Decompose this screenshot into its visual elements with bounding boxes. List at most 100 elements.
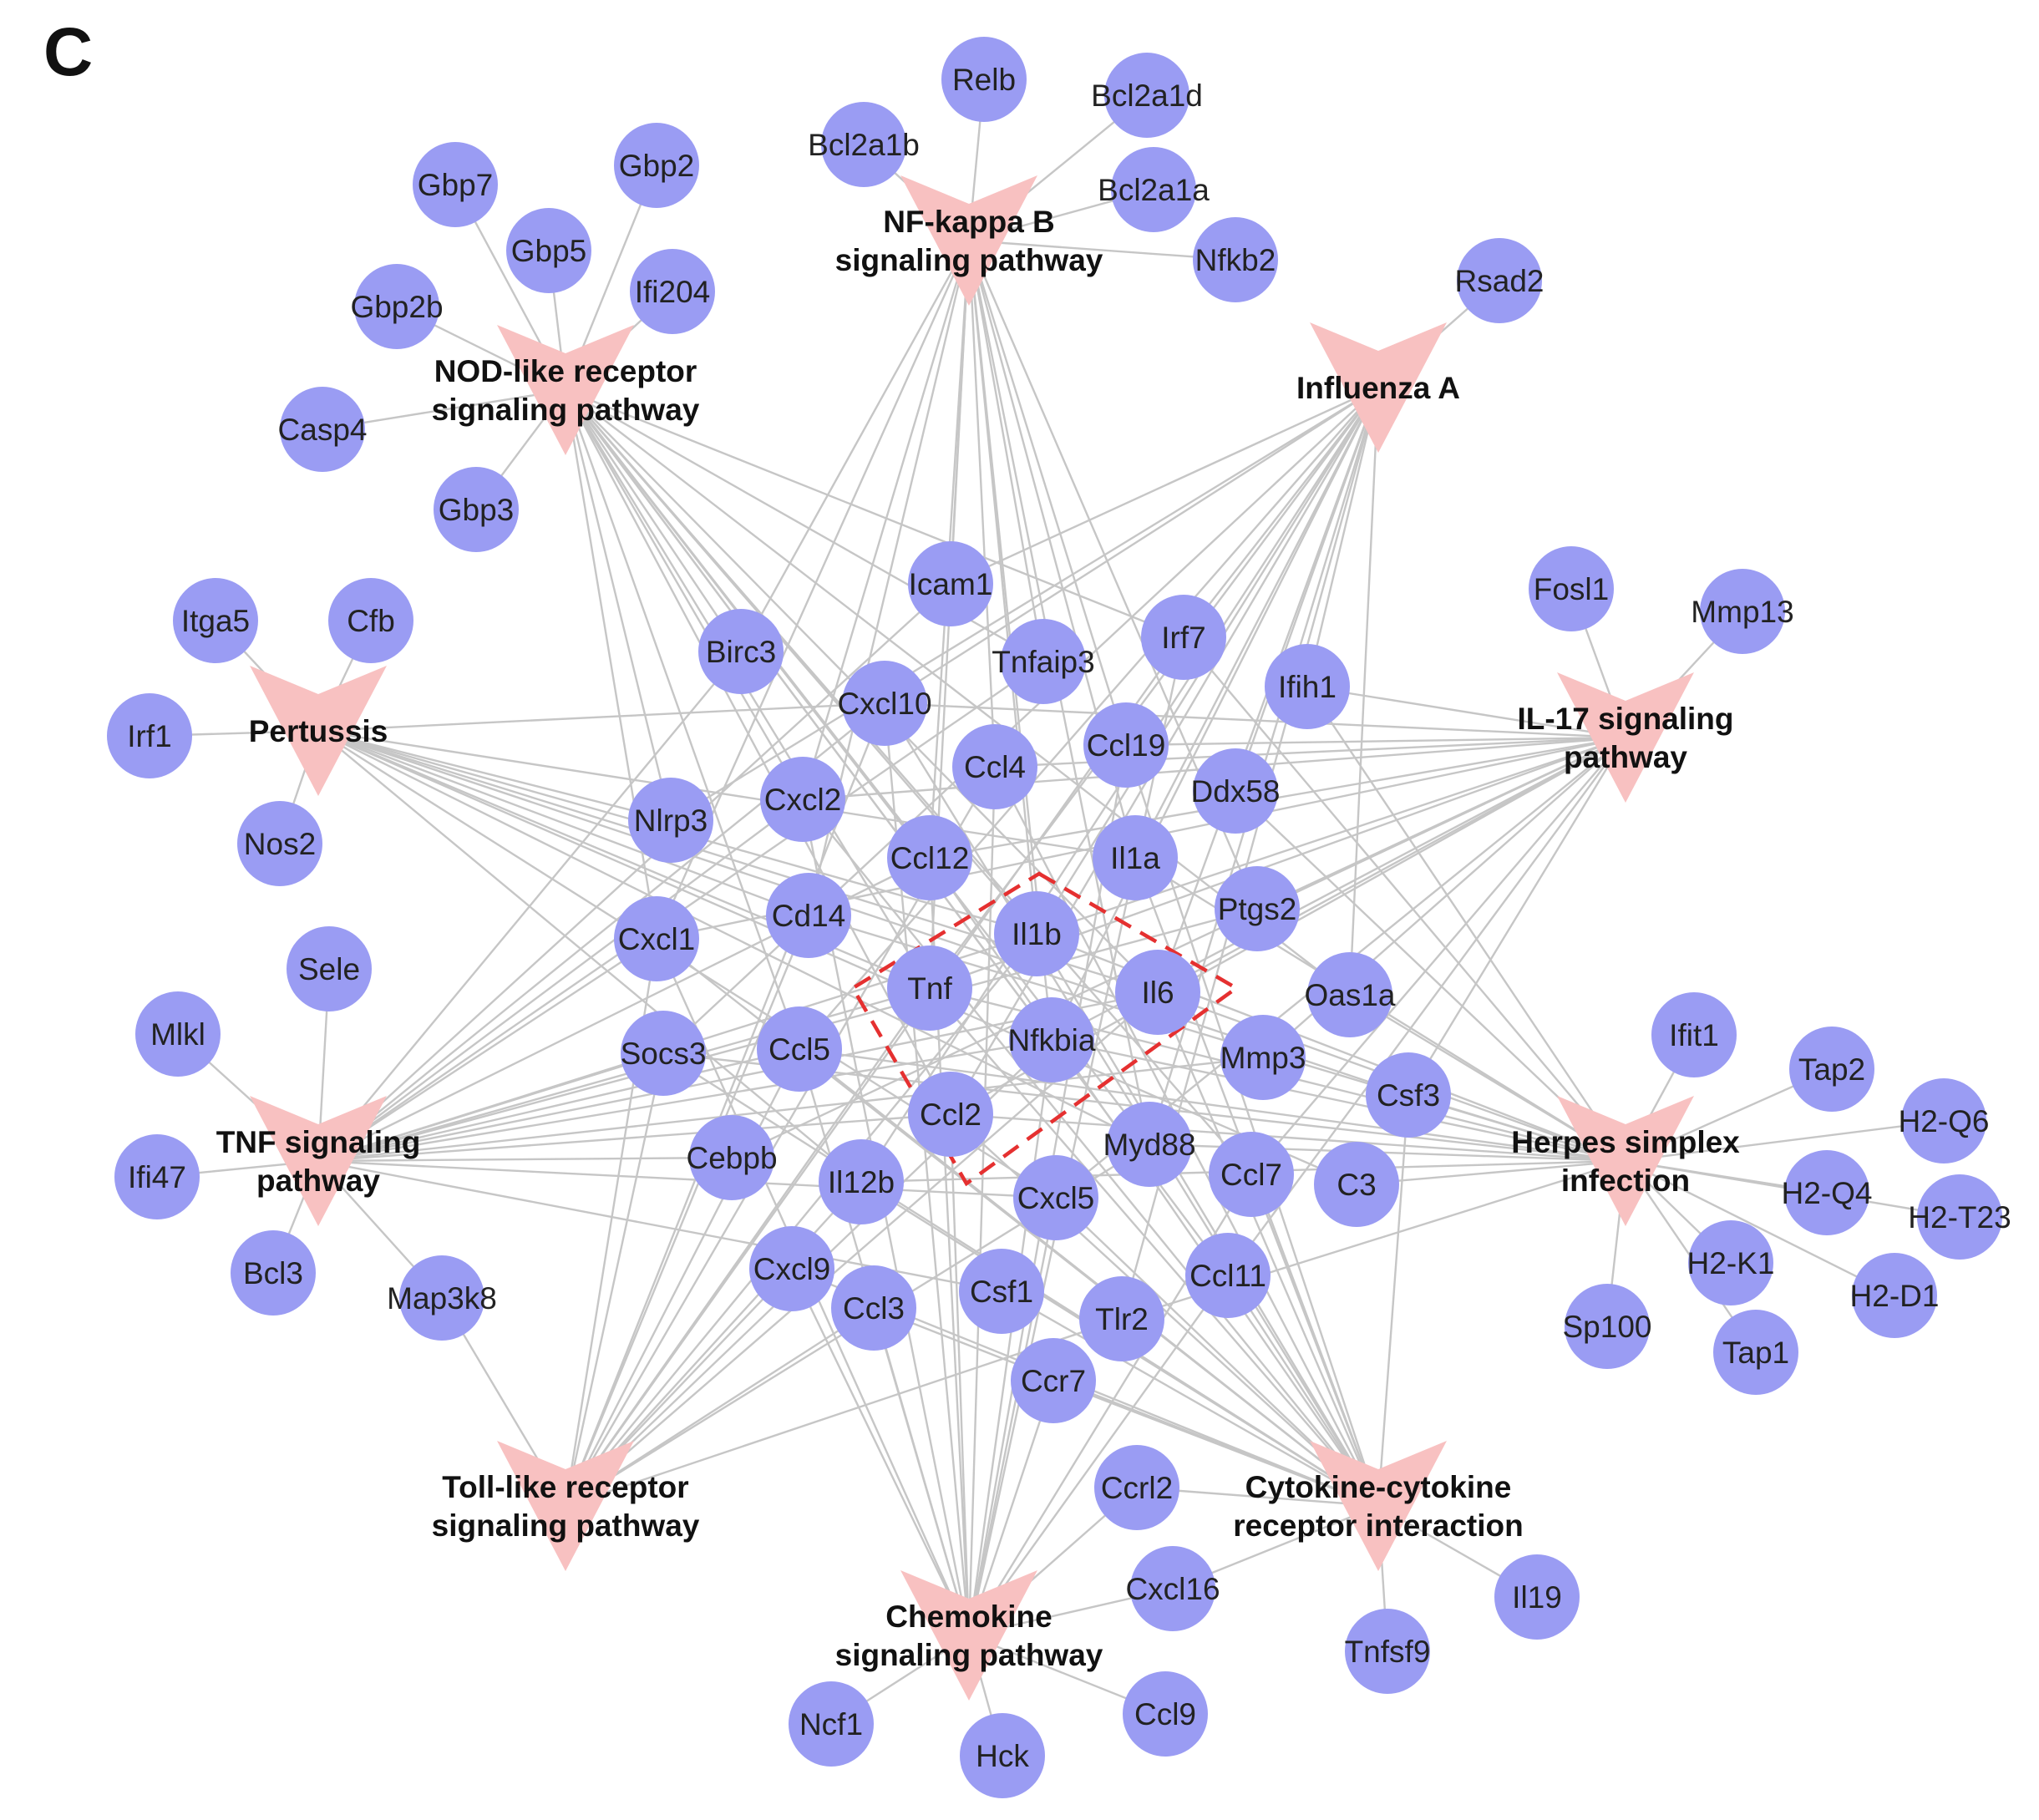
edge-il17-ccl11 (1227, 737, 1626, 1276)
gene-label: Ccl9 (1134, 1697, 1196, 1731)
gene-label: Birc3 (706, 635, 776, 669)
gene-label: Ccl19 (1087, 728, 1166, 763)
gene-node-cxcl2: Cxcl2 (760, 757, 845, 842)
gene-node-birc3-circle (698, 609, 784, 694)
pathway-chemokine-shape (900, 1570, 1037, 1701)
edge-pertussis-cd14 (317, 729, 809, 917)
gene-node-cxcl16-circle (1130, 1546, 1215, 1631)
gene-label: Irf7 (1161, 621, 1205, 655)
gene-node-h2-q4-circle (1784, 1150, 1869, 1235)
gene-node-tap1: Tap1 (1713, 1310, 1798, 1395)
gene-node-ccl2-circle (908, 1072, 993, 1157)
gene-node-mlkl-circle (135, 991, 221, 1077)
gene-label: Map3k8 (387, 1281, 497, 1316)
gene-label: Tap2 (1798, 1052, 1865, 1087)
gene-label: Cxcl1 (618, 922, 696, 956)
pathway-il17-shape (1557, 672, 1694, 803)
gene-label: Ptgs2 (1218, 892, 1297, 926)
edge-pertussis-c3 (317, 729, 1357, 1186)
gene-node-ccl4-circle (952, 724, 1037, 809)
gene-label: Gbp2b (350, 290, 443, 324)
edge-pertussis-myd88 (317, 729, 1150, 1146)
gene-label: Sp100 (1563, 1310, 1652, 1344)
gene-node-icam1-circle (908, 541, 993, 626)
gene-label: Tnfaip3 (992, 645, 1094, 679)
edge-influenza-icam1 (950, 386, 1379, 586)
gene-node-ifi204: Ifi204 (630, 249, 715, 334)
gene-label: Gbp2 (619, 149, 695, 183)
gene-node-hck-circle (960, 1713, 1045, 1798)
edge-tnf-tnf (317, 986, 931, 1163)
gene-node-cebpb: Cebpb (686, 1115, 778, 1200)
edge-herpes-h2-d1 (1625, 1159, 1895, 1297)
gene-label: Ccl4 (964, 750, 1026, 784)
pathway-tnf-label-line: TNF signaling (216, 1125, 421, 1159)
gene-node-hck: Hck (960, 1713, 1045, 1798)
edge-cytokine-ccr7 (1052, 1379, 1379, 1508)
gene-node-ccl7-circle (1209, 1132, 1294, 1217)
gene-node-nlrp3-circle (628, 778, 713, 863)
pathway-tnf-shape (250, 1096, 387, 1226)
edge-influenza-il1a (1134, 387, 1380, 859)
gene-node-gbp2b-circle (354, 264, 439, 349)
gene-label: H2-K1 (1687, 1246, 1775, 1280)
gene-label: Ccl3 (843, 1291, 905, 1326)
gene-node-ifi47: Ifi47 (114, 1134, 200, 1219)
gene-label: C3 (1337, 1168, 1376, 1202)
gene-label: Ccl12 (890, 841, 970, 875)
gene-node-mmp3: Mmp3 (1220, 1015, 1306, 1100)
edge-tnf-cebpb (317, 1156, 733, 1163)
gene-label: Cxcl9 (753, 1252, 831, 1286)
gene-label: Rsad2 (1455, 264, 1544, 298)
gene-node-irf1: Irf1 (107, 693, 192, 778)
gene-label: Fosl1 (1534, 572, 1609, 606)
gene-label: Il1b (1012, 917, 1062, 951)
pathway-influenza: Influenza A (1296, 322, 1460, 453)
gene-node-nfkb2: Nfkb2 (1193, 217, 1278, 302)
gene-label: Relb (952, 63, 1016, 97)
gene-node-cxcl1: Cxcl1 (614, 896, 699, 981)
gene-node-tnfaip3-circle (1001, 619, 1086, 704)
gene-label: Gbp7 (418, 168, 494, 202)
gene-node-h2-q4: H2-Q4 (1782, 1150, 1872, 1235)
edge-il17-ccl7 (1250, 737, 1626, 1175)
gene-label: Il1a (1110, 841, 1160, 875)
gene-node-c3-circle (1314, 1142, 1399, 1227)
edge-herpes-ccl2 (950, 1113, 1626, 1163)
pathway-il17-label-line: pathway (1564, 740, 1687, 774)
edge-il17-ccl12 (929, 736, 1626, 859)
gene-node-ifit1: Ifit1 (1651, 992, 1737, 1077)
gene-node-itga5-circle (173, 578, 258, 663)
gene-node-ccl11-circle (1185, 1233, 1271, 1318)
gene-node-ptgs2: Ptgs2 (1215, 866, 1300, 951)
gene-node-il12b-circle (819, 1139, 904, 1224)
gene-label: Il12b (828, 1165, 895, 1199)
gene-node-gbp3: Gbp3 (434, 467, 519, 552)
edge-tnf-cxcl1 (317, 937, 657, 1163)
pathway-il17-label-line: IL-17 signaling (1517, 702, 1733, 736)
gene-node-gbp2b: Gbp2b (350, 264, 444, 349)
gene-node-cebpb-circle (689, 1115, 774, 1200)
gene-node-cxcl10-circle (842, 661, 927, 746)
gene-node-cd14: Cd14 (766, 873, 851, 958)
gene-label: Oas1a (1304, 978, 1395, 1012)
gene-node-ptgs2-circle (1215, 866, 1300, 951)
pathway-cytokine-label-line: receptor interaction (1233, 1508, 1523, 1543)
gene-node-mmp13-circle (1700, 569, 1785, 654)
gene-label: Gbp5 (511, 234, 587, 268)
gene-node-nos2: Nos2 (237, 801, 322, 886)
edge-chemokine-ccl3 (872, 1307, 971, 1636)
edge-nfkb-ccl19 (967, 240, 1128, 746)
pathway-influenza-shape (1310, 322, 1447, 453)
edge-pertussis-il1a (317, 729, 1136, 859)
pathway-nod-label-line: NOD-like receptor (434, 354, 697, 388)
edge-nfkb-nfkb2 (968, 239, 1236, 261)
gene-node-csf3: Csf3 (1366, 1052, 1451, 1138)
gene-node-socs3: Socs3 (621, 1011, 706, 1096)
gene-label: Cxcl10 (837, 687, 931, 721)
gene-node-relb: Relb (941, 37, 1027, 122)
gene-label: Gbp3 (439, 493, 515, 527)
